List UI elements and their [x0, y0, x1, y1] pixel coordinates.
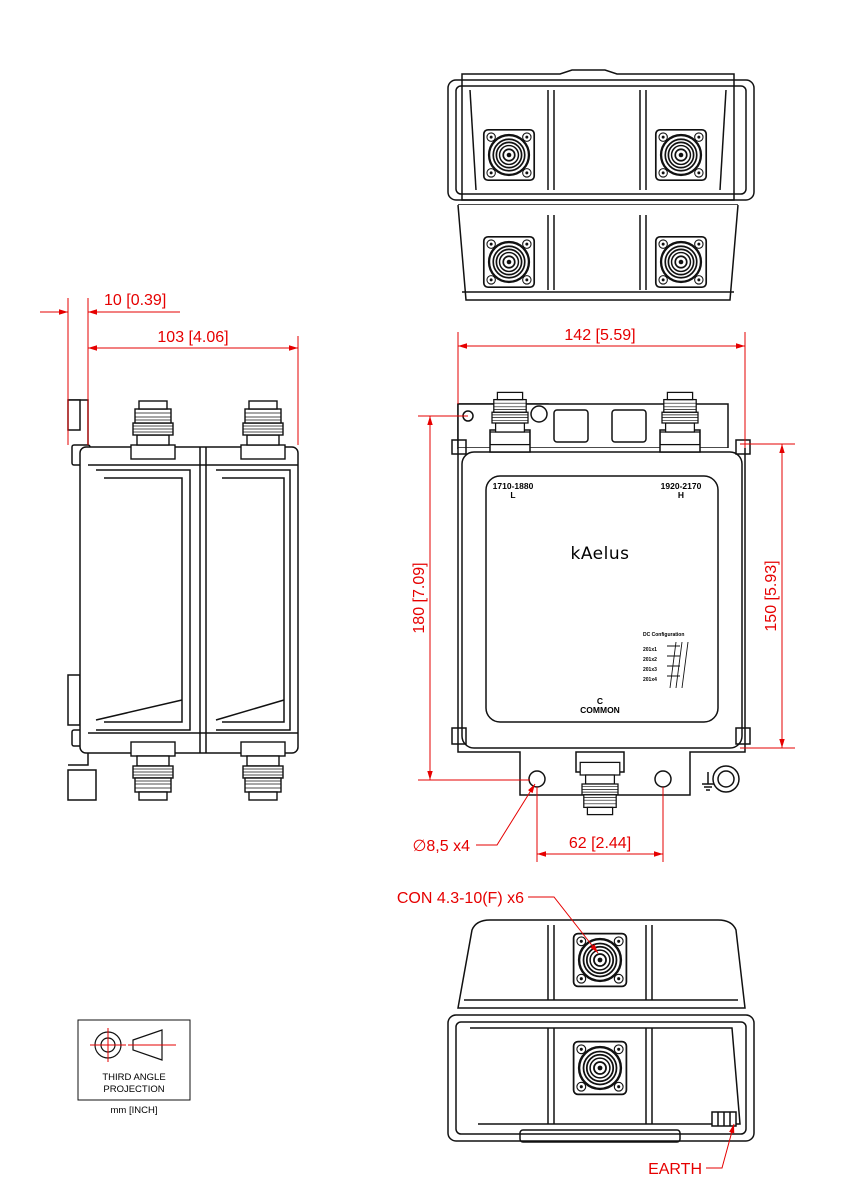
- bottom-connector-icon-1: [572, 932, 628, 988]
- dim-front-width: 142 [5.59]: [564, 327, 635, 344]
- callout-connectors: CON 4.3-10(F) x6: [397, 890, 524, 907]
- dc-config-row-4: 201x4: [643, 677, 657, 683]
- side-connector-icon-4: [240, 741, 286, 801]
- side-connector-icon-2: [240, 400, 286, 460]
- dim-body-height: 150 [5.93]: [763, 560, 780, 631]
- top-connector-icon-3: [482, 235, 536, 289]
- side-connector-icon-3: [130, 741, 176, 801]
- dimension-labels: 10 [0.39] 103 [4.06] 142 [5.59] 180 [7.0…: [104, 292, 780, 1178]
- top-connector-icon-4: [654, 235, 708, 289]
- bottom-connector-icon-2: [572, 1040, 628, 1096]
- top-connector-icon-2: [654, 128, 708, 182]
- front-connector-icon-l: [489, 391, 531, 446]
- port-low-band-label: 1710-1880: [493, 481, 534, 491]
- dim-front-height: 180 [7.09]: [411, 562, 428, 633]
- common-label: COMMON: [580, 705, 620, 715]
- callout-mounting-holes: ∅8,5 x4: [412, 838, 470, 855]
- dim-side-depth: 103 [4.06]: [157, 329, 228, 346]
- projection-line-1: THIRD ANGLE: [102, 1072, 165, 1083]
- dimension-lines: [40, 298, 795, 1169]
- projection-line-2: PROJECTION: [103, 1084, 164, 1095]
- projection-symbol: THIRD ANGLE PROJECTION mm [INCH]: [77, 1019, 191, 1116]
- dc-config-title: DC Configuration: [643, 632, 684, 638]
- top-connector-icon-1: [482, 128, 536, 182]
- dc-config-row-3: 201x3: [643, 667, 657, 673]
- port-high-band-label: 1920-2170: [661, 481, 702, 491]
- front-connector-icon-common: [579, 761, 621, 816]
- dc-configuration-table: DC Configuration 201x1 201x2 201x3 201x4: [643, 632, 689, 689]
- side-connector-icon-1: [130, 400, 176, 460]
- front-connector-icon-h: [659, 391, 701, 446]
- dc-config-row-1: 201x1: [643, 647, 657, 653]
- brand-logo: kAelus: [571, 544, 630, 564]
- port-low-letter: L: [510, 490, 515, 500]
- common-letter: C: [597, 696, 603, 706]
- units-label: mm [INCH]: [111, 1105, 158, 1116]
- dc-config-row-2: 201x2: [643, 657, 657, 663]
- side-view: [67, 399, 299, 801]
- dim-hole-pitch: 62 [2.44]: [569, 835, 631, 852]
- dim-flange-offset: 10 [0.39]: [104, 292, 166, 309]
- front-view: [451, 403, 751, 796]
- port-high-letter: H: [678, 490, 684, 500]
- callout-earth: EARTH: [648, 1161, 702, 1178]
